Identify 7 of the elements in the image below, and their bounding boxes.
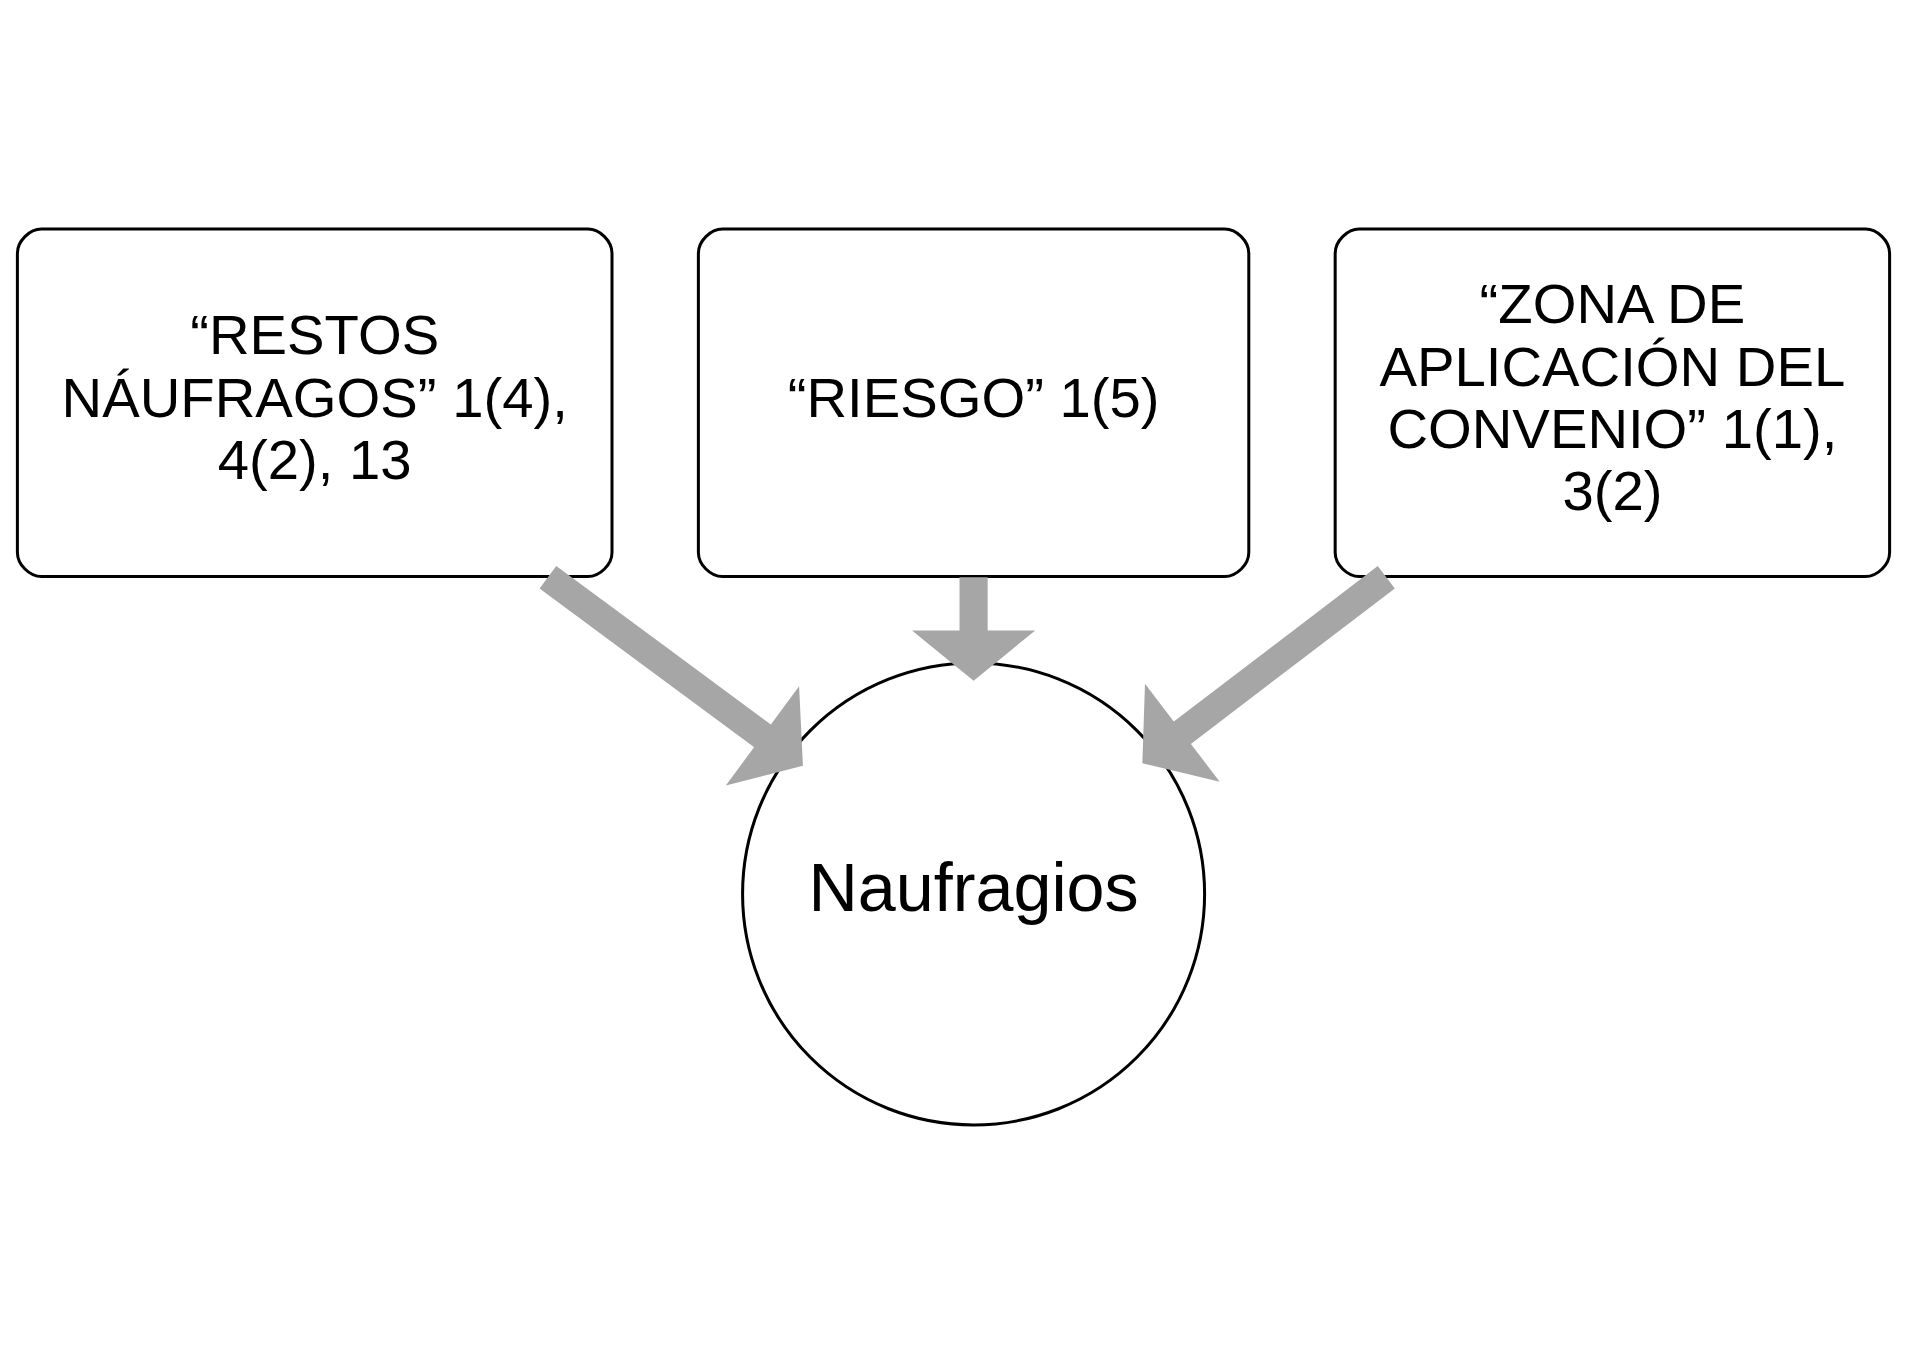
arrow [1141,566,1395,782]
arrow [539,565,803,786]
node-circle: Naufragios [740,661,1206,1127]
node-box: “RESTOS NÁUFRAGOS” 1(4), 4(2), 13 [15,227,613,579]
arrow [911,577,1035,681]
node-box: “RIESGO” 1(5) [696,227,1250,579]
node-box: “ZONA DE APLICACIÓN DEL CONVENIO” 1(1), 3(2) [1333,227,1891,579]
